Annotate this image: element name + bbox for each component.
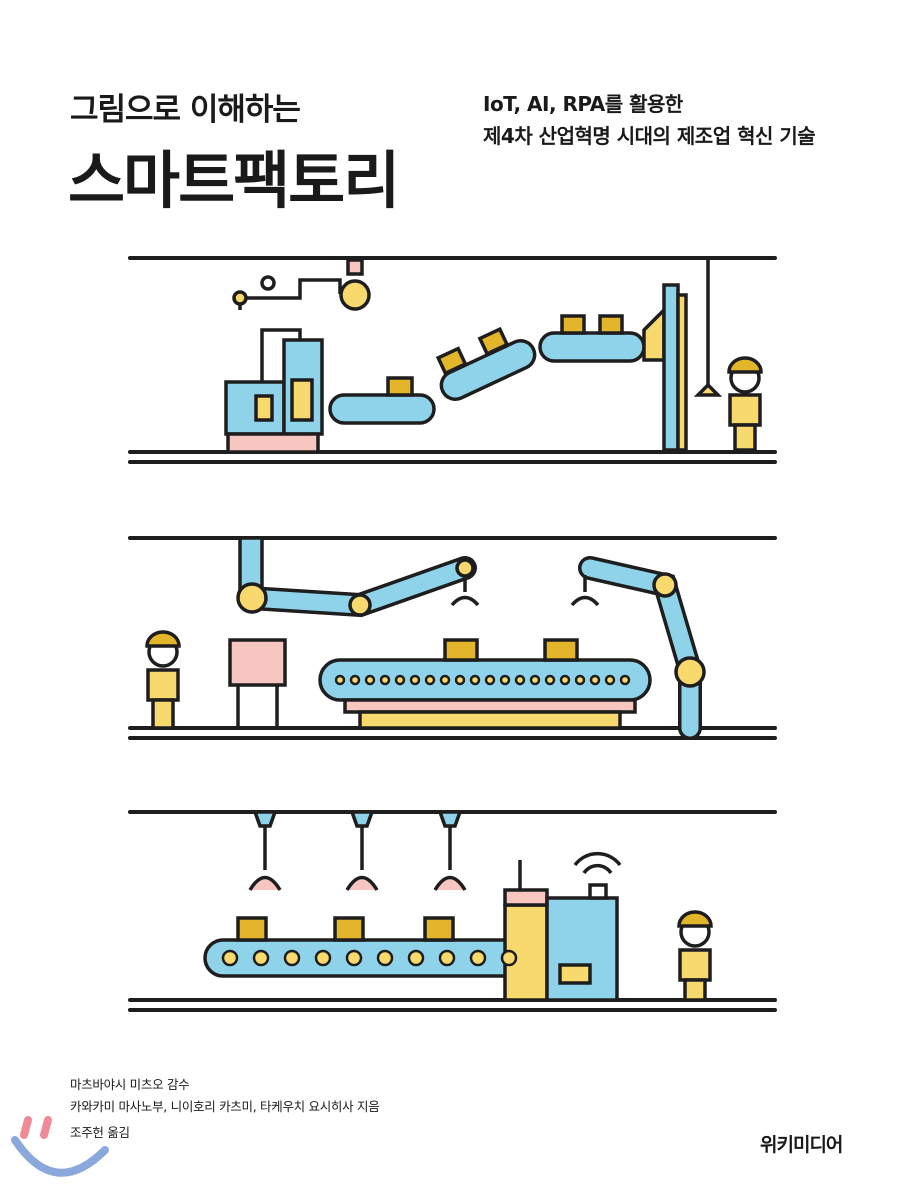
smile-mark <box>11 1116 109 1177</box>
worker-icon <box>727 356 763 452</box>
roller <box>529 674 541 686</box>
roller <box>314 949 332 967</box>
roller <box>559 674 571 686</box>
roller <box>364 674 376 686</box>
roller <box>589 674 601 686</box>
roller <box>252 949 270 967</box>
publisher-logo: 위키미디어 <box>760 1134 843 1156</box>
roller <box>619 674 631 686</box>
roller <box>283 949 301 967</box>
roller <box>469 674 481 686</box>
section-3-machinery <box>203 810 622 1002</box>
roller <box>500 949 518 967</box>
roller <box>514 674 526 686</box>
roller <box>604 674 616 686</box>
roller <box>454 674 466 686</box>
roller <box>221 949 239 967</box>
conveyor-rollers <box>334 674 631 686</box>
roller <box>438 949 456 967</box>
subtitle-line1: IoT, AI, RPA를 활용한 <box>483 92 683 116</box>
roller <box>407 949 425 967</box>
worker-icon <box>677 910 713 1002</box>
subtitle-line2: 제4차 산업혁명 시대의 제조업 혁신 기술 <box>483 124 816 148</box>
authors-credit: 카와카미 마사노부, 니이호리 카츠미, 타케우치 요시히사 지음 <box>70 1099 380 1114</box>
roller <box>424 674 436 686</box>
roller <box>349 674 361 686</box>
roller <box>345 949 363 967</box>
roller <box>379 674 391 686</box>
roller <box>376 949 394 967</box>
section-2-machinery <box>228 536 706 740</box>
title-big: 스마트팩토리 <box>68 144 400 217</box>
roller <box>484 674 496 686</box>
section-1-machinery <box>224 258 723 454</box>
roller <box>439 674 451 686</box>
conveyor-rollers <box>221 949 518 967</box>
roller <box>544 674 556 686</box>
worker-icon <box>145 630 181 730</box>
roller <box>499 674 511 686</box>
roller <box>409 674 421 686</box>
roller <box>334 674 346 686</box>
supervisor-credit: 마츠바야시 미츠오 감수 <box>70 1077 190 1092</box>
roller <box>469 949 487 967</box>
translator-credit: 조주헌 옮김 <box>70 1125 130 1140</box>
roller <box>574 674 586 686</box>
roller <box>394 674 406 686</box>
title-small: 그림으로 이해하는 <box>70 92 301 128</box>
